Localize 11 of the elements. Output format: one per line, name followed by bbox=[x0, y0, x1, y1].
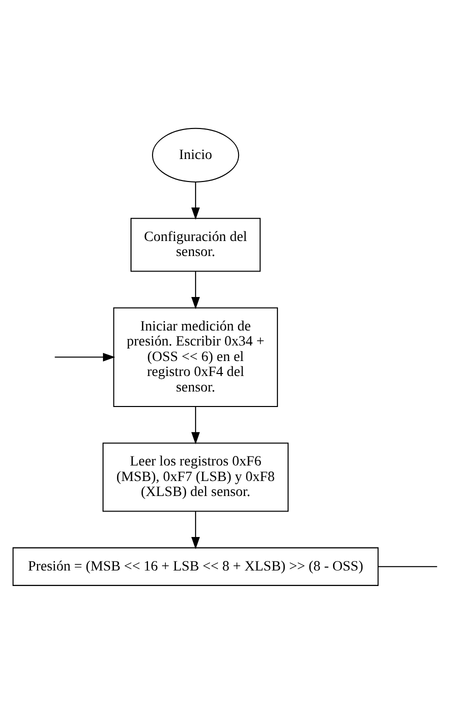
arrow bbox=[54, 352, 115, 361]
arrow bbox=[190, 510, 200, 549]
arrow bbox=[190, 406, 200, 444]
node-box: Presión = (MSB << 16 + LSB << 8 + XLSB) >> (8 - OSS) bbox=[12, 546, 378, 586]
node-box: Configuración del sensor. bbox=[130, 217, 260, 272]
arrow bbox=[190, 270, 200, 309]
node-box: Iniciar medición de presión. Escribir 0x34 + (OSS << 6) en el registro 0xF4 del sensor. bbox=[112, 306, 278, 406]
connector bbox=[378, 566, 437, 567]
arrow bbox=[190, 182, 200, 220]
node-ellipse: Inicio bbox=[152, 127, 239, 182]
node-box: Leer los registros 0xF6 (MSB), 0xF7 (LSB) y 0xF8 (XLSB) del sensor. bbox=[102, 442, 288, 512]
